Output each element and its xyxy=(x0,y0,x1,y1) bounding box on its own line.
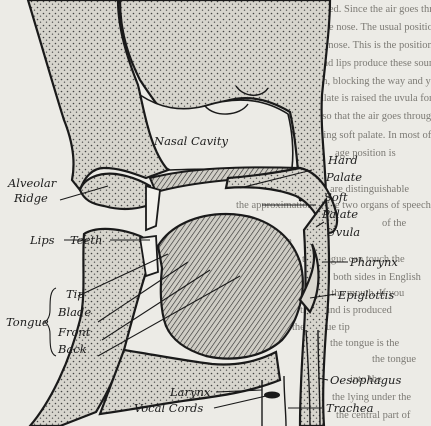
label-nasal-cavity: Nasal Cavity xyxy=(153,134,228,148)
label-alveolar-ridge: Ridge xyxy=(13,191,48,205)
label-hard: Hard xyxy=(327,153,358,167)
label-vocal-cords: Vocal Cords xyxy=(134,401,203,415)
bg-line-19: the tongue is the xyxy=(330,338,399,349)
label-blade: Blade xyxy=(57,305,91,319)
label-soft-palate: Palate xyxy=(321,207,358,221)
label-tongue: Tongue xyxy=(6,315,49,329)
label-tip: Tip xyxy=(66,287,85,301)
label-back: Back xyxy=(57,342,87,356)
label-lips: Lips xyxy=(29,233,55,247)
tongue-body xyxy=(158,214,303,359)
upper-teeth xyxy=(146,186,160,230)
leader-vocal-cords xyxy=(214,396,266,408)
label-epiglottis: Epiglottis xyxy=(337,288,394,302)
label-pharynx: Pharynx xyxy=(349,255,398,269)
label-larynx: Larynx xyxy=(169,385,211,399)
bg-line-15: on both sides in English xyxy=(320,272,422,283)
label-alveolar: Alveolar xyxy=(7,176,58,190)
vocal-cords-mark xyxy=(264,392,280,399)
label-front: Front xyxy=(57,325,91,339)
label-trachea: Trachea xyxy=(326,401,374,415)
label-uvula: Uvula xyxy=(326,225,360,239)
bg-line-12: of the xyxy=(382,218,407,229)
label-teeth: Teeth xyxy=(70,233,102,247)
pharynx-back-wall xyxy=(300,200,329,426)
label-oesophagus: Oesophagus xyxy=(330,373,401,387)
label-soft: Soft xyxy=(324,190,348,204)
label-hard-palate: Palate xyxy=(325,170,362,184)
bg-line-20: the tongue xyxy=(372,354,416,365)
